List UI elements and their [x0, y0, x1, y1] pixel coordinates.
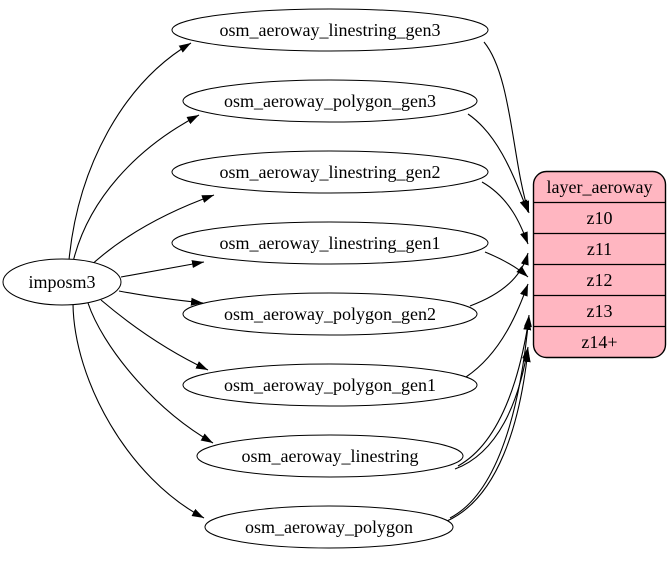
node-osm_aeroway_polygon: osm_aeroway_polygon — [204, 505, 454, 549]
table-ellipse — [182, 79, 478, 123]
table-ellipse — [204, 505, 454, 549]
table-ellipse — [196, 434, 464, 478]
edge-imposm3-to-osm_aeroway_linestring_gen3 — [68, 42, 192, 261]
record-row-z14: z14+ — [581, 332, 617, 352]
record-row-z12: z12 — [587, 270, 613, 290]
node-layer_aeroway: layer_aeroway z10 z11 z12 z13 z14+ — [532, 170, 667, 359]
edge-imposm3-to-osm_aeroway_polygon_gen2 — [118, 290, 204, 306]
table-ellipse — [171, 221, 489, 265]
edge-imposm3-to-osm_aeroway_polygon_gen3 — [72, 114, 200, 263]
edges-tables-to-record — [446, 41, 532, 522]
edge-osm_aeroway_linestring_gen3-to-z10 — [483, 41, 530, 214]
edge-osm_aeroway_polygon_gen2-to-z11 — [469, 252, 529, 307]
table-label: osm_aeroway_linestring_gen1 — [220, 233, 441, 253]
edges-source-to-tables — [68, 42, 215, 519]
edge-osm_aeroway_polygon-to-z13 — [449, 314, 532, 519]
record-row-z11: z11 — [587, 239, 612, 259]
node-imposm3: imposm3 — [2, 258, 122, 306]
table-label: osm_aeroway_polygon_gen3 — [224, 91, 436, 111]
table-ellipse — [182, 363, 478, 407]
table-ellipse — [171, 8, 489, 52]
edge-imposm3-to-osm_aeroway_linestring — [87, 302, 214, 444]
table-label: osm_aeroway_linestring_gen2 — [220, 162, 441, 182]
node-osm_aeroway_linestring_gen3: osm_aeroway_linestring_gen3 — [171, 8, 489, 52]
imposm3-label: imposm3 — [28, 272, 95, 292]
edge-osm_aeroway_polygon_gen3-to-z10 — [467, 113, 529, 213]
edge-osm_aeroway_polygon_gen1-to-z12 — [465, 283, 529, 378]
table-label: osm_aeroway_polygon_gen1 — [224, 375, 436, 395]
node-osm_aeroway_polygon_gen3: osm_aeroway_polygon_gen3 — [182, 79, 478, 123]
table-ellipse — [171, 150, 489, 194]
edge-osm_aeroway_linestring-to-z13 — [457, 317, 532, 467]
record-title: layer_aeroway — [547, 177, 653, 197]
table-label: osm_aeroway_polygon_gen2 — [224, 304, 436, 324]
node-osm_aeroway_linestring_gen2: osm_aeroway_linestring_gen2 — [171, 150, 489, 194]
edge-osm_aeroway_linestring_gen1-to-z12 — [484, 251, 529, 278]
edge-imposm3-to-osm_aeroway_linestring_gen1 — [120, 260, 205, 278]
node-osm_aeroway_polygon_gen1: osm_aeroway_polygon_gen1 — [182, 363, 478, 407]
edge-imposm3-to-osm_aeroway_polygon — [72, 303, 205, 519]
edge-imposm3-to-osm_aeroway_linestring_gen2 — [87, 194, 215, 269]
node-osm_aeroway_linestring_gen1: osm_aeroway_linestring_gen1 — [171, 221, 489, 265]
edge-osm_aeroway_polygon-to-z14 — [446, 349, 531, 522]
node-osm_aeroway_linestring: osm_aeroway_linestring — [196, 434, 464, 478]
table-label: osm_aeroway_polygon — [245, 517, 413, 537]
record-row-z13: z13 — [587, 301, 613, 321]
edge-osm_aeroway_linestring_gen2-to-z11 — [481, 181, 529, 245]
table-label: osm_aeroway_linestring_gen3 — [220, 20, 441, 40]
record-row-z10: z10 — [587, 208, 613, 228]
table-ellipse — [182, 292, 478, 336]
edge-osm_aeroway_linestring-to-z14 — [454, 346, 531, 470]
node-osm_aeroway_polygon_gen2: osm_aeroway_polygon_gen2 — [182, 292, 478, 336]
table-label: osm_aeroway_linestring — [242, 446, 419, 466]
imposm3-ellipse — [2, 258, 122, 306]
edge-imposm3-to-osm_aeroway_polygon_gen1 — [100, 299, 209, 371]
